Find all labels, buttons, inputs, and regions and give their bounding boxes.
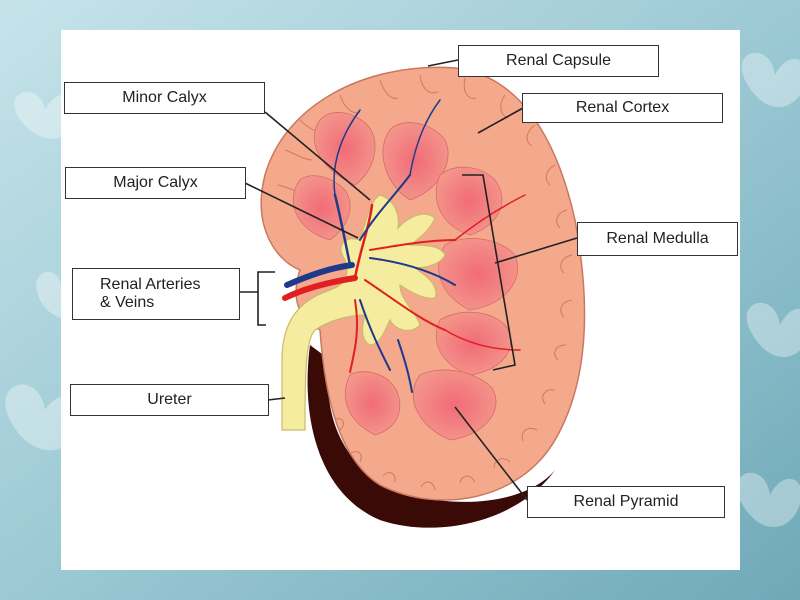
label-renal-capsule: Renal Capsule xyxy=(458,45,659,77)
label-major-calyx: Major Calyx xyxy=(65,167,246,199)
label-renal-arteries-veins: Renal Arteries & Veins xyxy=(72,268,240,320)
label-renal-arteries-line1: Renal Arteries xyxy=(100,276,201,294)
label-ureter: Ureter xyxy=(70,384,269,416)
label-renal-pyramid: Renal Pyramid xyxy=(527,486,725,518)
leader-renal-arteries-bracket xyxy=(258,272,275,325)
label-minor-calyx: Minor Calyx xyxy=(64,82,265,114)
label-renal-medulla: Renal Medulla xyxy=(577,222,738,256)
label-renal-arteries-line2: & Veins xyxy=(100,294,201,312)
leader-renal-capsule xyxy=(428,60,458,66)
label-renal-cortex: Renal Cortex xyxy=(522,93,723,123)
